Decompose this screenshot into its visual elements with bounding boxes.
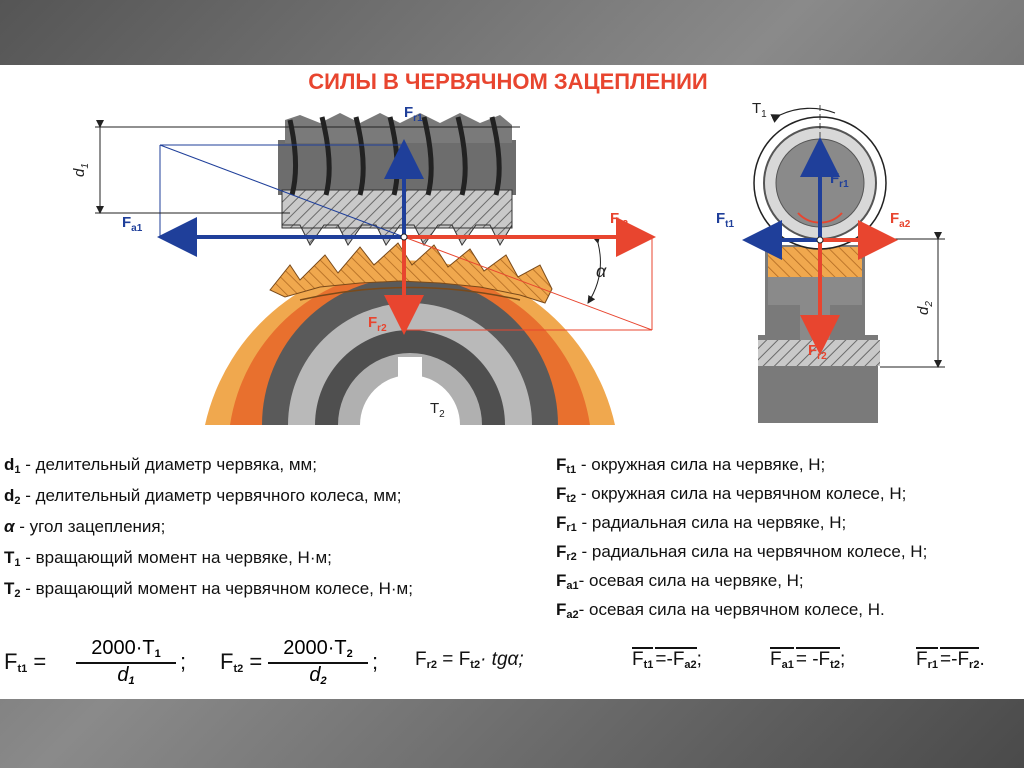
legend-text: - радиальная сила на червячном колесе, Н…: [576, 542, 928, 561]
label-fa1: Fa1: [122, 214, 143, 234]
legend-text: - вращающий момент на червяке, Н·м;: [20, 548, 332, 567]
legend-right-item: Fr2 - радиальная сила на червячном колес…: [556, 542, 927, 563]
formula-ft1: Ft1 =: [4, 649, 47, 675]
label-t2: T2: [430, 400, 445, 420]
worm-gear-diagram: СИЛЫ В ЧЕРВЯЧНОМ ЗАЦЕПЛЕНИИ: [71, 69, 945, 425]
worm: [278, 113, 516, 247]
formula-fa1-ft2: Fa1= -Ft2;: [770, 647, 846, 671]
legend-right-item: Fa2- осевая сила на червячном колесе, Н.: [556, 600, 885, 621]
label-t1: T1: [752, 100, 767, 120]
legend-text: - делительный диаметр червяка, мм;: [20, 455, 317, 474]
legend-symbol: F: [556, 484, 567, 503]
legend-symbol: α: [4, 517, 15, 536]
label-fr2: Fr2: [368, 314, 387, 334]
legend-text: - угол зацепления;: [14, 517, 166, 536]
label-fa2: Fa2: [890, 210, 911, 230]
legend-text: - вращающий момент на червячном колесе, …: [20, 579, 413, 598]
label-alpha: α: [596, 261, 607, 281]
label-ft2: Ft2: [610, 210, 629, 230]
formula-ft2-sep: ;: [372, 649, 379, 674]
formula-ft1-sep: ;: [180, 649, 187, 674]
legend-symbol: F: [556, 455, 567, 474]
formula-ft1-fa2: Ft1=-Fa2;: [632, 647, 702, 671]
legend-text: - окружная сила на червяке, Н;: [576, 455, 826, 474]
legend-subscript: a1: [566, 580, 579, 592]
legend-subscript: t1: [566, 464, 577, 476]
wheel-teeth: [269, 242, 553, 304]
legend-left-item: α - угол зацепления;: [4, 517, 165, 538]
side-view: [753, 105, 945, 423]
legend-subscript: 2: [14, 588, 21, 600]
formula-ft1-fraction: 2000·T1 d1: [76, 637, 176, 687]
legend-left-item: d1 - делительный диаметр червяка, мм;: [4, 455, 317, 476]
legend-symbol: F: [556, 600, 567, 619]
legend-text: - делительный диаметр червячного колеса,…: [20, 486, 402, 505]
legend-symbol: T: [4, 548, 15, 567]
label-fr2-side: Fr2: [808, 342, 827, 362]
formula-fr2: Fr2 = Ft2· tgα;: [415, 649, 524, 671]
legend-subscript: 2: [14, 495, 21, 507]
legend-subscript: r2: [566, 551, 577, 563]
formula-fr1-fr2: Fr1=-Fr2.: [916, 647, 985, 671]
legend-left-item: T2 - вращающий момент на червячном колес…: [4, 579, 413, 600]
legend-symbol: F: [556, 571, 567, 590]
worm-wheel: [205, 242, 615, 425]
legend-text: - осевая сила на червяке, Н;: [578, 571, 804, 590]
legend-text: - осевая сила на червячном колесе, Н.: [578, 600, 885, 619]
legend-symbol: F: [556, 513, 567, 532]
label-d1: d1: [71, 163, 91, 177]
formula-ft2: Ft2 =: [220, 649, 263, 675]
legend-symbol: T: [4, 579, 15, 598]
legend-right-item: Fa1- осевая сила на червяке, Н;: [556, 571, 804, 592]
legend-left-item: T1 - вращающий момент на червяке, Н·м;: [4, 548, 332, 569]
diagram-title: СИЛЫ В ЧЕРВЯЧНОМ ЗАЦЕПЛЕНИИ: [308, 69, 708, 94]
legend-right-item: Ft2 - окружная сила на червячном колесе,…: [556, 484, 906, 505]
legend-symbol: d: [4, 486, 15, 505]
legend-symbol: F: [556, 542, 567, 561]
label-fr1: Fr1: [404, 104, 423, 124]
legend-text: - окружная сила на червячном колесе, Н;: [576, 484, 907, 503]
slide: СИЛЫ В ЧЕРВЯЧНОМ ЗАЦЕПЛЕНИИ: [0, 65, 1024, 699]
legend-left-item: d2 - делительный диаметр червячного коле…: [4, 486, 401, 507]
label-fr1-side: Fr1: [830, 170, 849, 190]
legend-right-item: Fr1 - радиальная сила на червяке, Н;: [556, 513, 846, 534]
legend-text: - радиальная сила на червяке, Н;: [576, 513, 847, 532]
label-d2: d2: [915, 301, 935, 315]
alpha-arc: [587, 235, 601, 304]
legend-right-item: Ft1 - окружная сила на червяке, Н;: [556, 455, 825, 476]
legend-subscript: 1: [14, 557, 21, 569]
legend-subscript: t2: [566, 493, 577, 505]
legend-symbol: d: [4, 455, 15, 474]
formula-ft2-fraction: 2000·T2 d2: [268, 637, 368, 687]
legend-subscript: a2: [566, 609, 579, 621]
legend-subscript: 1: [14, 464, 21, 476]
legend-subscript: r1: [566, 522, 577, 534]
label-ft1: Ft1: [716, 210, 735, 230]
